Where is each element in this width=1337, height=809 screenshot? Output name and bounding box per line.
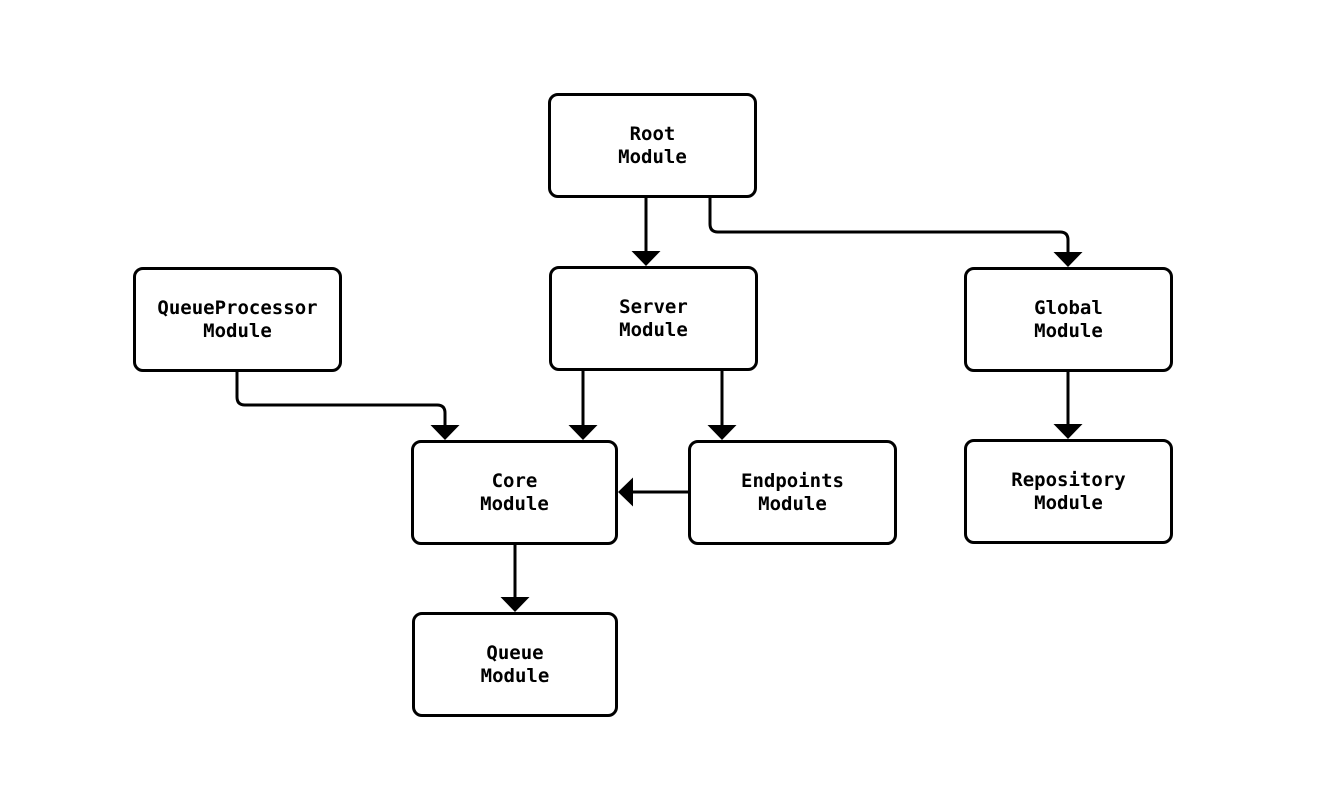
node-server-module: Server Module xyxy=(549,266,758,371)
node-endpoints-module-label: Endpoints Module xyxy=(741,469,844,515)
node-core-module-label: Core Module xyxy=(480,469,549,515)
node-endpoints-module: Endpoints Module xyxy=(688,440,897,545)
node-root-module: Root Module xyxy=(548,93,757,198)
node-queue-module: Queue Module xyxy=(412,612,618,717)
node-repository-module-label: Repository Module xyxy=(1011,468,1126,514)
edge-queueprocessor-core xyxy=(235,372,460,440)
node-global-module: Global Module xyxy=(964,267,1173,372)
node-core-module: Core Module xyxy=(411,440,618,545)
edge-root-global xyxy=(708,198,1083,267)
node-repository-module: Repository Module xyxy=(964,439,1173,544)
node-server-module-label: Server Module xyxy=(619,295,688,341)
node-queueprocessor-module-label: QueueProcessor Module xyxy=(157,296,318,342)
node-queueprocessor-module: QueueProcessor Module xyxy=(133,267,342,372)
node-queue-module-label: Queue Module xyxy=(480,641,550,687)
node-root-module-label: Root Module xyxy=(618,122,687,168)
node-global-module-label: Global Module xyxy=(1034,296,1103,342)
